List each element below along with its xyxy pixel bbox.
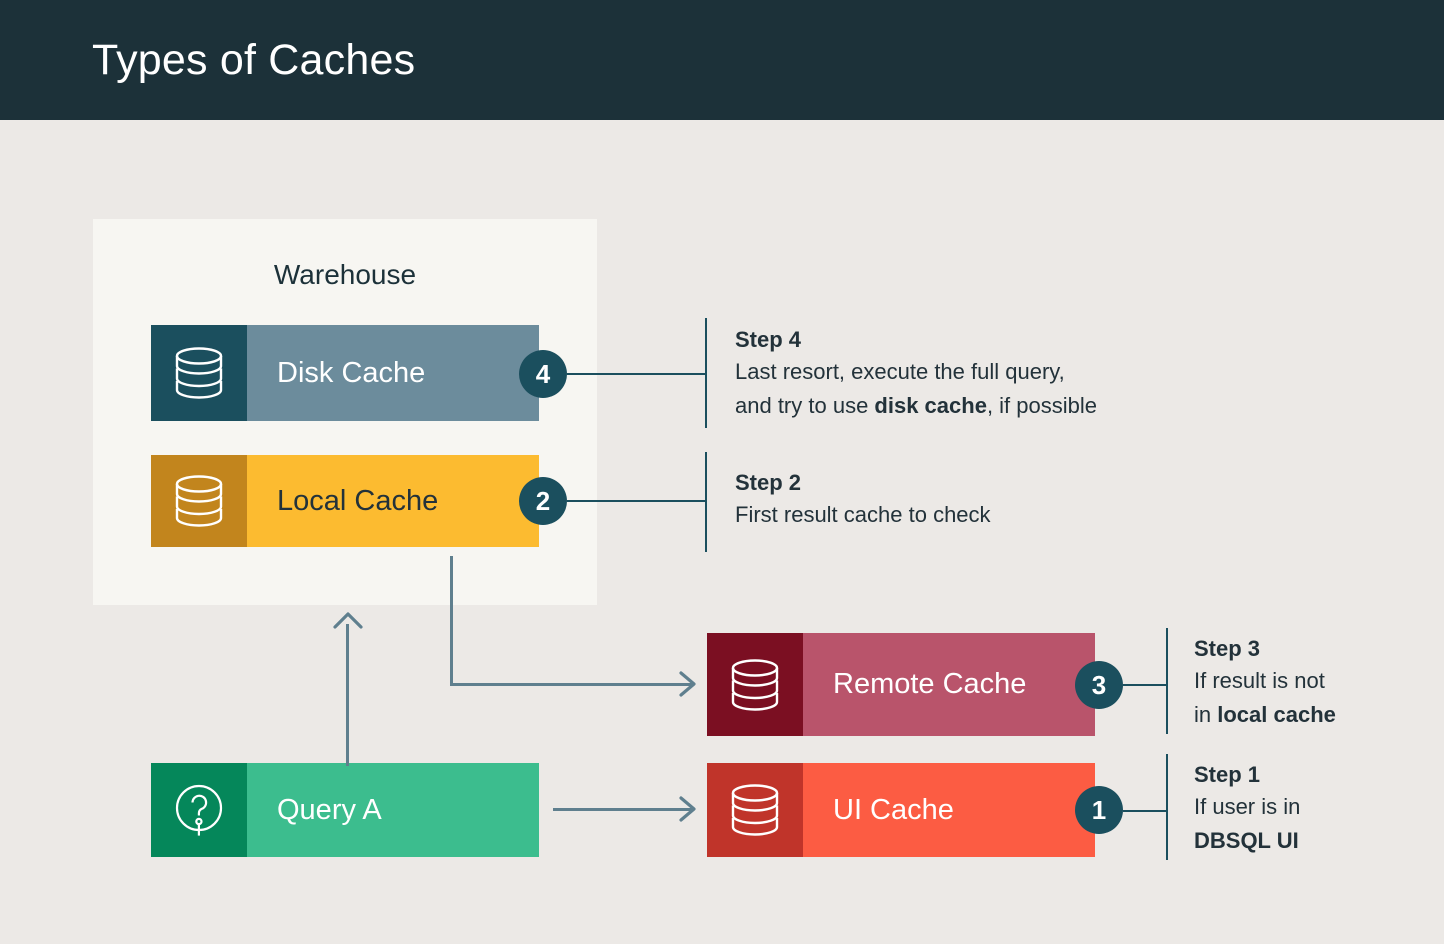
warehouse-label: Warehouse [273,259,417,290]
step-desc-line2-bold: disk cache [874,393,987,418]
bracket-step3 [1166,628,1168,734]
database-icon [151,455,247,547]
node-disk-cache-body: Disk Cache [247,325,539,421]
node-label: Remote Cache [833,668,1027,700]
step-badge-3[interactable]: 3 [1075,661,1123,709]
step-desc-line2-bold: local cache [1217,702,1336,727]
step-desc-line2-suffix: , if possible [986,393,1097,418]
step-block-2: Step 2 First result cache to check [735,468,1195,532]
node-label: Local Cache [277,484,439,517]
step-desc-line2-bold: DBSQL UI [1194,828,1299,853]
node-ui-cache-body: UI Cache [803,763,1095,857]
arrow-query-to-ui-cache-head [679,796,696,822]
node-query-a-body: Query A [247,763,539,857]
node-query-a[interactable]: Query A [151,763,539,857]
step-desc: If result is not in local cache [1194,664,1434,732]
step-desc: If user is in DBSQL UI [1194,790,1434,858]
connector-badge4-to-step4 [567,373,707,375]
arrow-query-to-warehouse-head [333,612,363,629]
node-label: Disk Cache [277,356,426,389]
bracket-step4 [705,318,707,428]
step-title: Step 3 [1194,636,1261,661]
step-badge-1[interactable]: 1 [1075,786,1123,834]
bracket-step1 [1166,754,1168,860]
step-badge-2[interactable]: 2 [519,477,567,525]
arrow-local-to-remote-head [679,671,696,697]
node-disk-cache[interactable]: Disk Cache [151,325,539,421]
question-circle-icon [151,763,247,857]
connector-badge1-to-step1 [1123,810,1167,812]
arrow-query-to-warehouse-shaft [346,624,349,766]
step-badge-4[interactable]: 4 [519,350,567,398]
step-title: Step 2 [735,470,802,495]
node-local-cache-body: Local Cache [247,455,539,547]
arrow-local-to-remote-vertical [450,556,453,686]
step-desc: First result cache to check [735,498,1195,532]
node-remote-cache[interactable]: Remote Cache [707,633,1095,736]
step-desc-line1: First result cache to check [735,502,991,527]
node-label: Query A [277,793,382,826]
page-header: Types of Caches [0,0,1444,120]
node-remote-cache-body: Remote Cache [803,633,1095,736]
step-title: Step 4 [735,327,802,352]
database-icon [151,325,247,421]
step-title: Step 1 [1194,762,1261,787]
step-desc: Last resort, execute the full query, and… [735,355,1255,423]
node-local-cache[interactable]: Local Cache [151,455,539,547]
arrow-local-to-remote-horizontal [450,683,693,686]
node-ui-cache[interactable]: UI Cache [707,763,1095,857]
step-desc-line1: Last resort, execute the full query, [735,359,1065,384]
connector-badge3-to-step3 [1123,684,1167,686]
bracket-step2 [705,452,707,552]
step-desc-line1: If result is not [1194,668,1325,693]
step-desc-line1: If user is in [1194,794,1301,819]
page-title: Types of Caches [92,36,416,84]
arrow-query-to-ui-cache-shaft [553,808,693,811]
node-label: UI Cache [833,793,954,826]
step-desc-line2-prefix: in [1194,702,1218,727]
step-desc-line2-prefix: and try to use [735,393,875,418]
step-block-4: Step 4 Last resort, execute the full que… [735,325,1255,423]
step-block-3: Step 3 If result is not in local cache [1194,634,1434,732]
connector-badge2-to-step2 [567,500,707,502]
database-icon [707,633,803,736]
database-icon [707,763,803,857]
step-block-1: Step 1 If user is in DBSQL UI [1194,760,1434,858]
